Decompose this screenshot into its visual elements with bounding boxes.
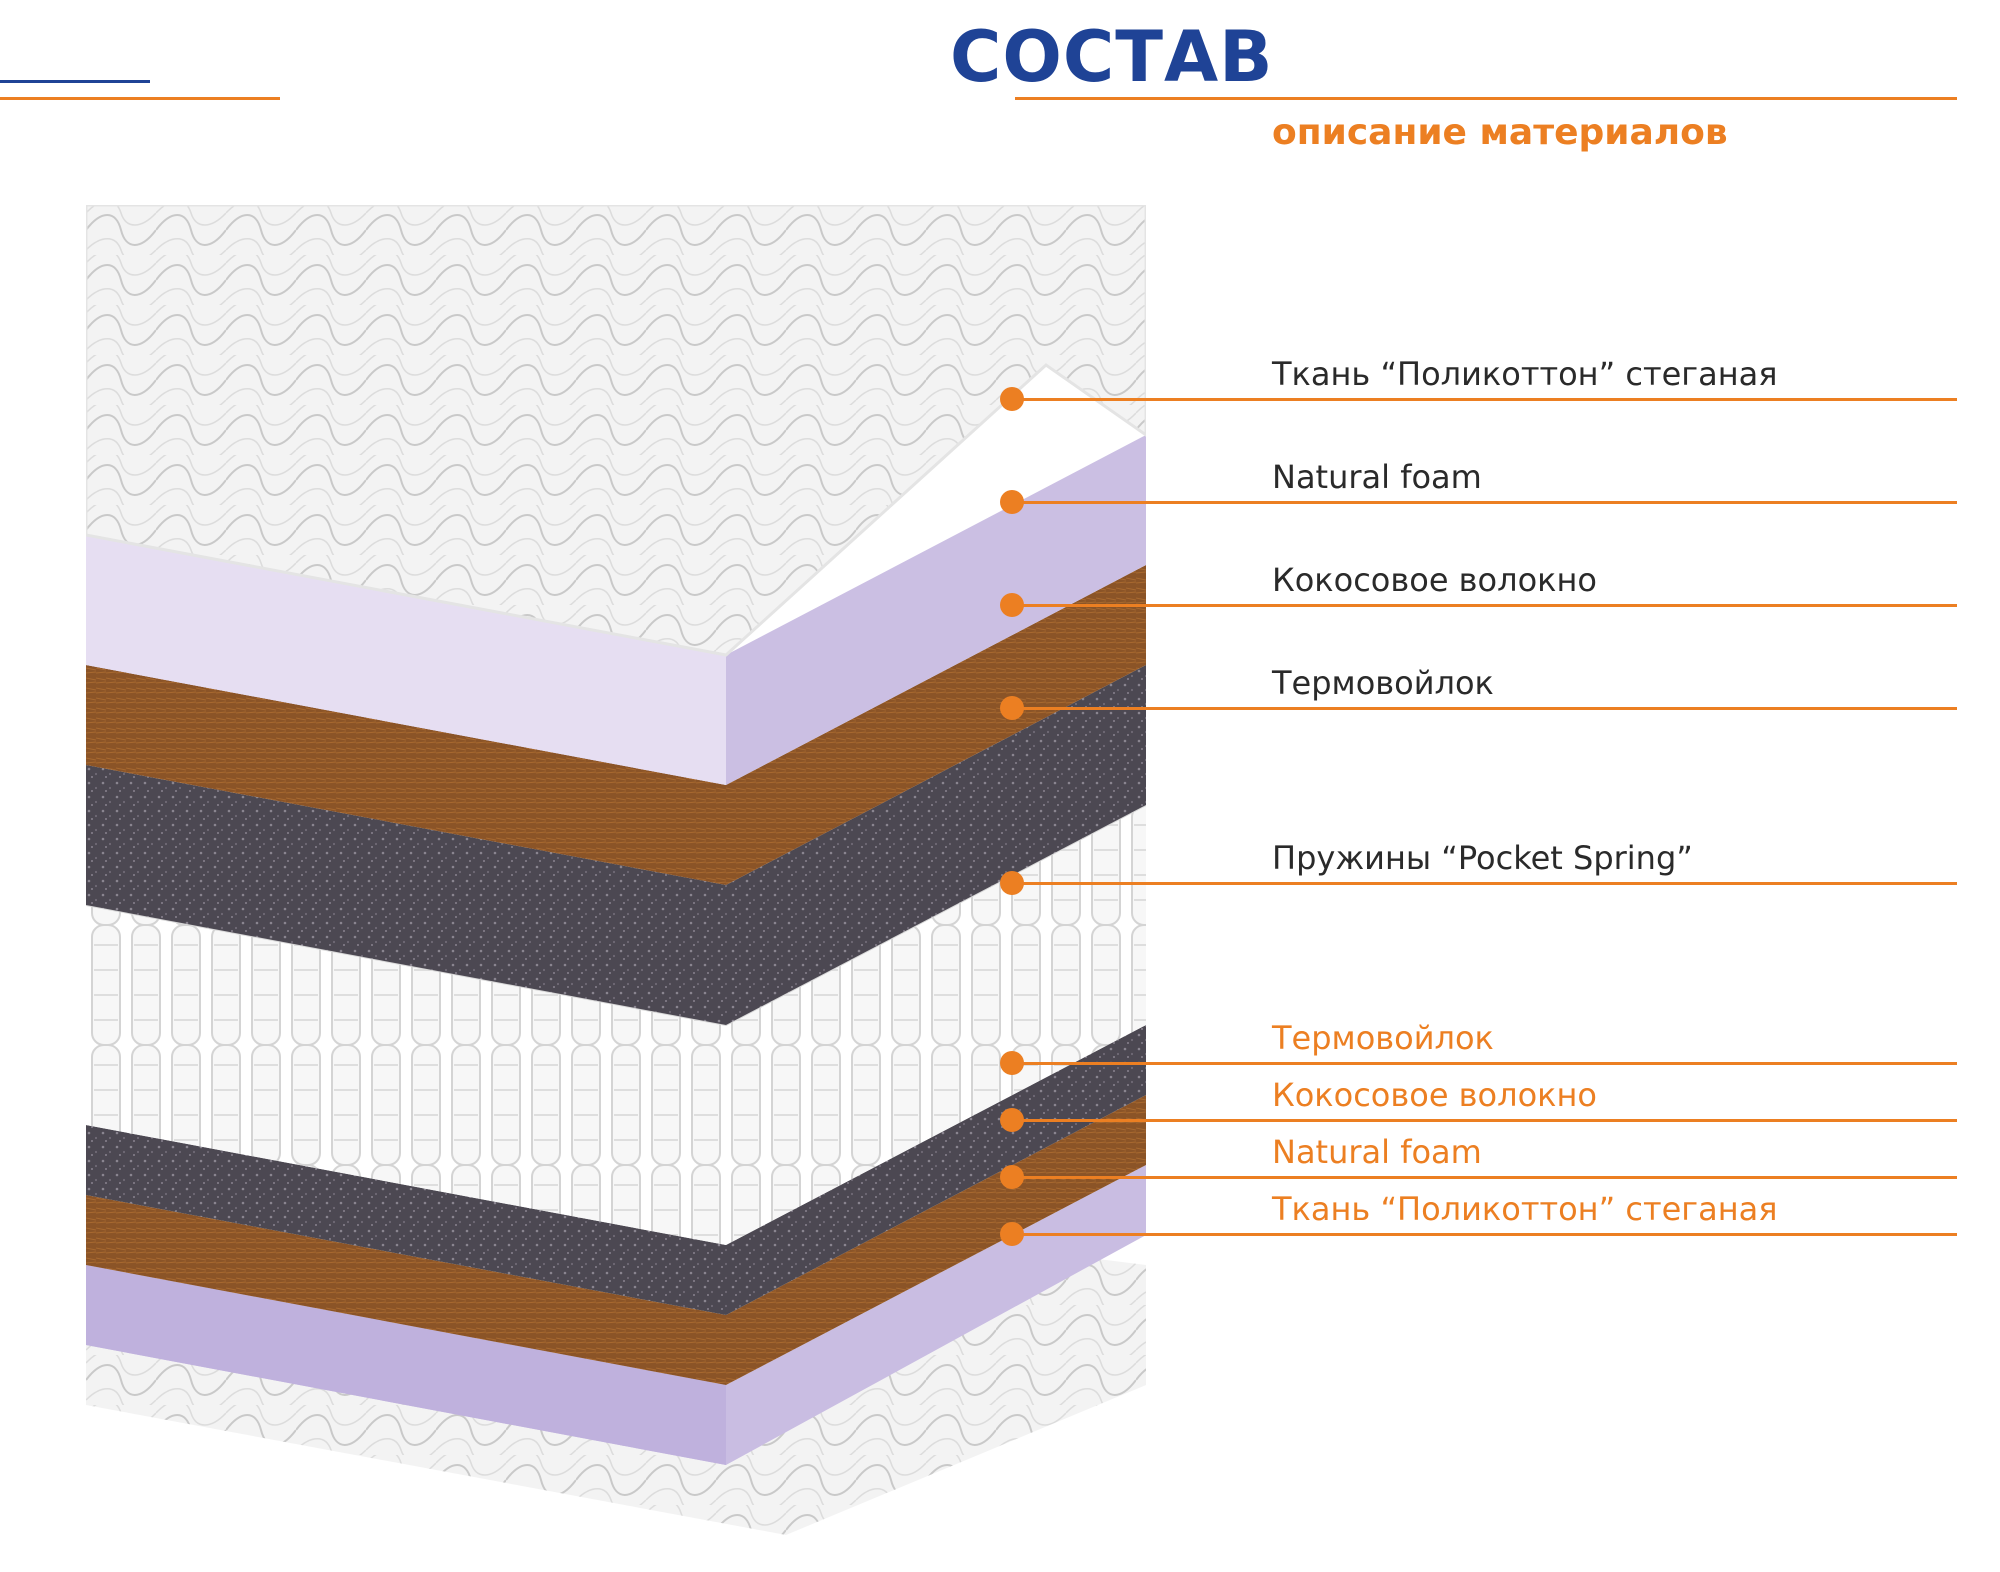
layer-label-top-5: Пружины “Pocket Spring”	[1272, 839, 1693, 877]
leader-line	[1012, 707, 1957, 710]
layer-label-top-4: Термовойлок	[1272, 664, 1494, 702]
layer-label-bottom-1: Термовойлок	[1272, 1019, 1494, 1057]
layer-label-top-2: Natural foam	[1272, 458, 1482, 496]
layer-marker-dot	[1000, 1108, 1024, 1132]
layer-label-top-3: Кокосовое волокно	[1272, 561, 1597, 599]
layer-marker-dot	[1000, 1222, 1024, 1246]
page-subtitle: описание материалов	[1272, 112, 1728, 153]
layer-marker-dot	[1000, 1165, 1024, 1189]
layer-marker-dot	[1000, 1051, 1024, 1075]
top-thermal-felt-layer	[86, 665, 1146, 1025]
bottom-thermal-felt-layer	[86, 1025, 1146, 1315]
layer-label-top-1: Ткань “Поликоттон” стеганая	[1272, 355, 1778, 393]
leader-line	[1012, 1233, 1957, 1236]
header-rule-orange-right	[1015, 97, 1957, 100]
leader-line	[1012, 604, 1957, 607]
layer-label-bottom-2: Кокосовое волокно	[1272, 1076, 1597, 1114]
page-title: СОСТАВ	[950, 16, 1274, 98]
leader-line	[1012, 1062, 1957, 1065]
leader-line	[1012, 882, 1957, 885]
leader-line	[1012, 1119, 1957, 1122]
layer-marker-dot	[1000, 593, 1024, 617]
leader-line	[1012, 501, 1957, 504]
layer-marker-dot	[1000, 871, 1024, 895]
bottom-coconut-fiber-layer	[86, 1095, 1146, 1385]
leader-line	[1012, 1176, 1957, 1179]
bottom-quilted-fabric-layer	[86, 1255, 1146, 1535]
layer-label-bottom-3: Natural foam	[1272, 1133, 1482, 1171]
mattress-layers-illustration	[86, 205, 1146, 1535]
layer-marker-dot	[1000, 696, 1024, 720]
top-coconut-fiber-layer	[86, 565, 1146, 885]
layer-marker-dot	[1000, 387, 1024, 411]
layer-label-bottom-4: Ткань “Поликоттон” стеганая	[1272, 1190, 1778, 1228]
header-rule-blue	[0, 80, 150, 83]
header-rule-orange-left	[0, 97, 280, 100]
leader-line	[1012, 398, 1957, 401]
layer-marker-dot	[1000, 490, 1024, 514]
pocket-spring-layer	[86, 805, 1146, 1245]
top-quilted-fabric-layer	[86, 205, 1146, 655]
